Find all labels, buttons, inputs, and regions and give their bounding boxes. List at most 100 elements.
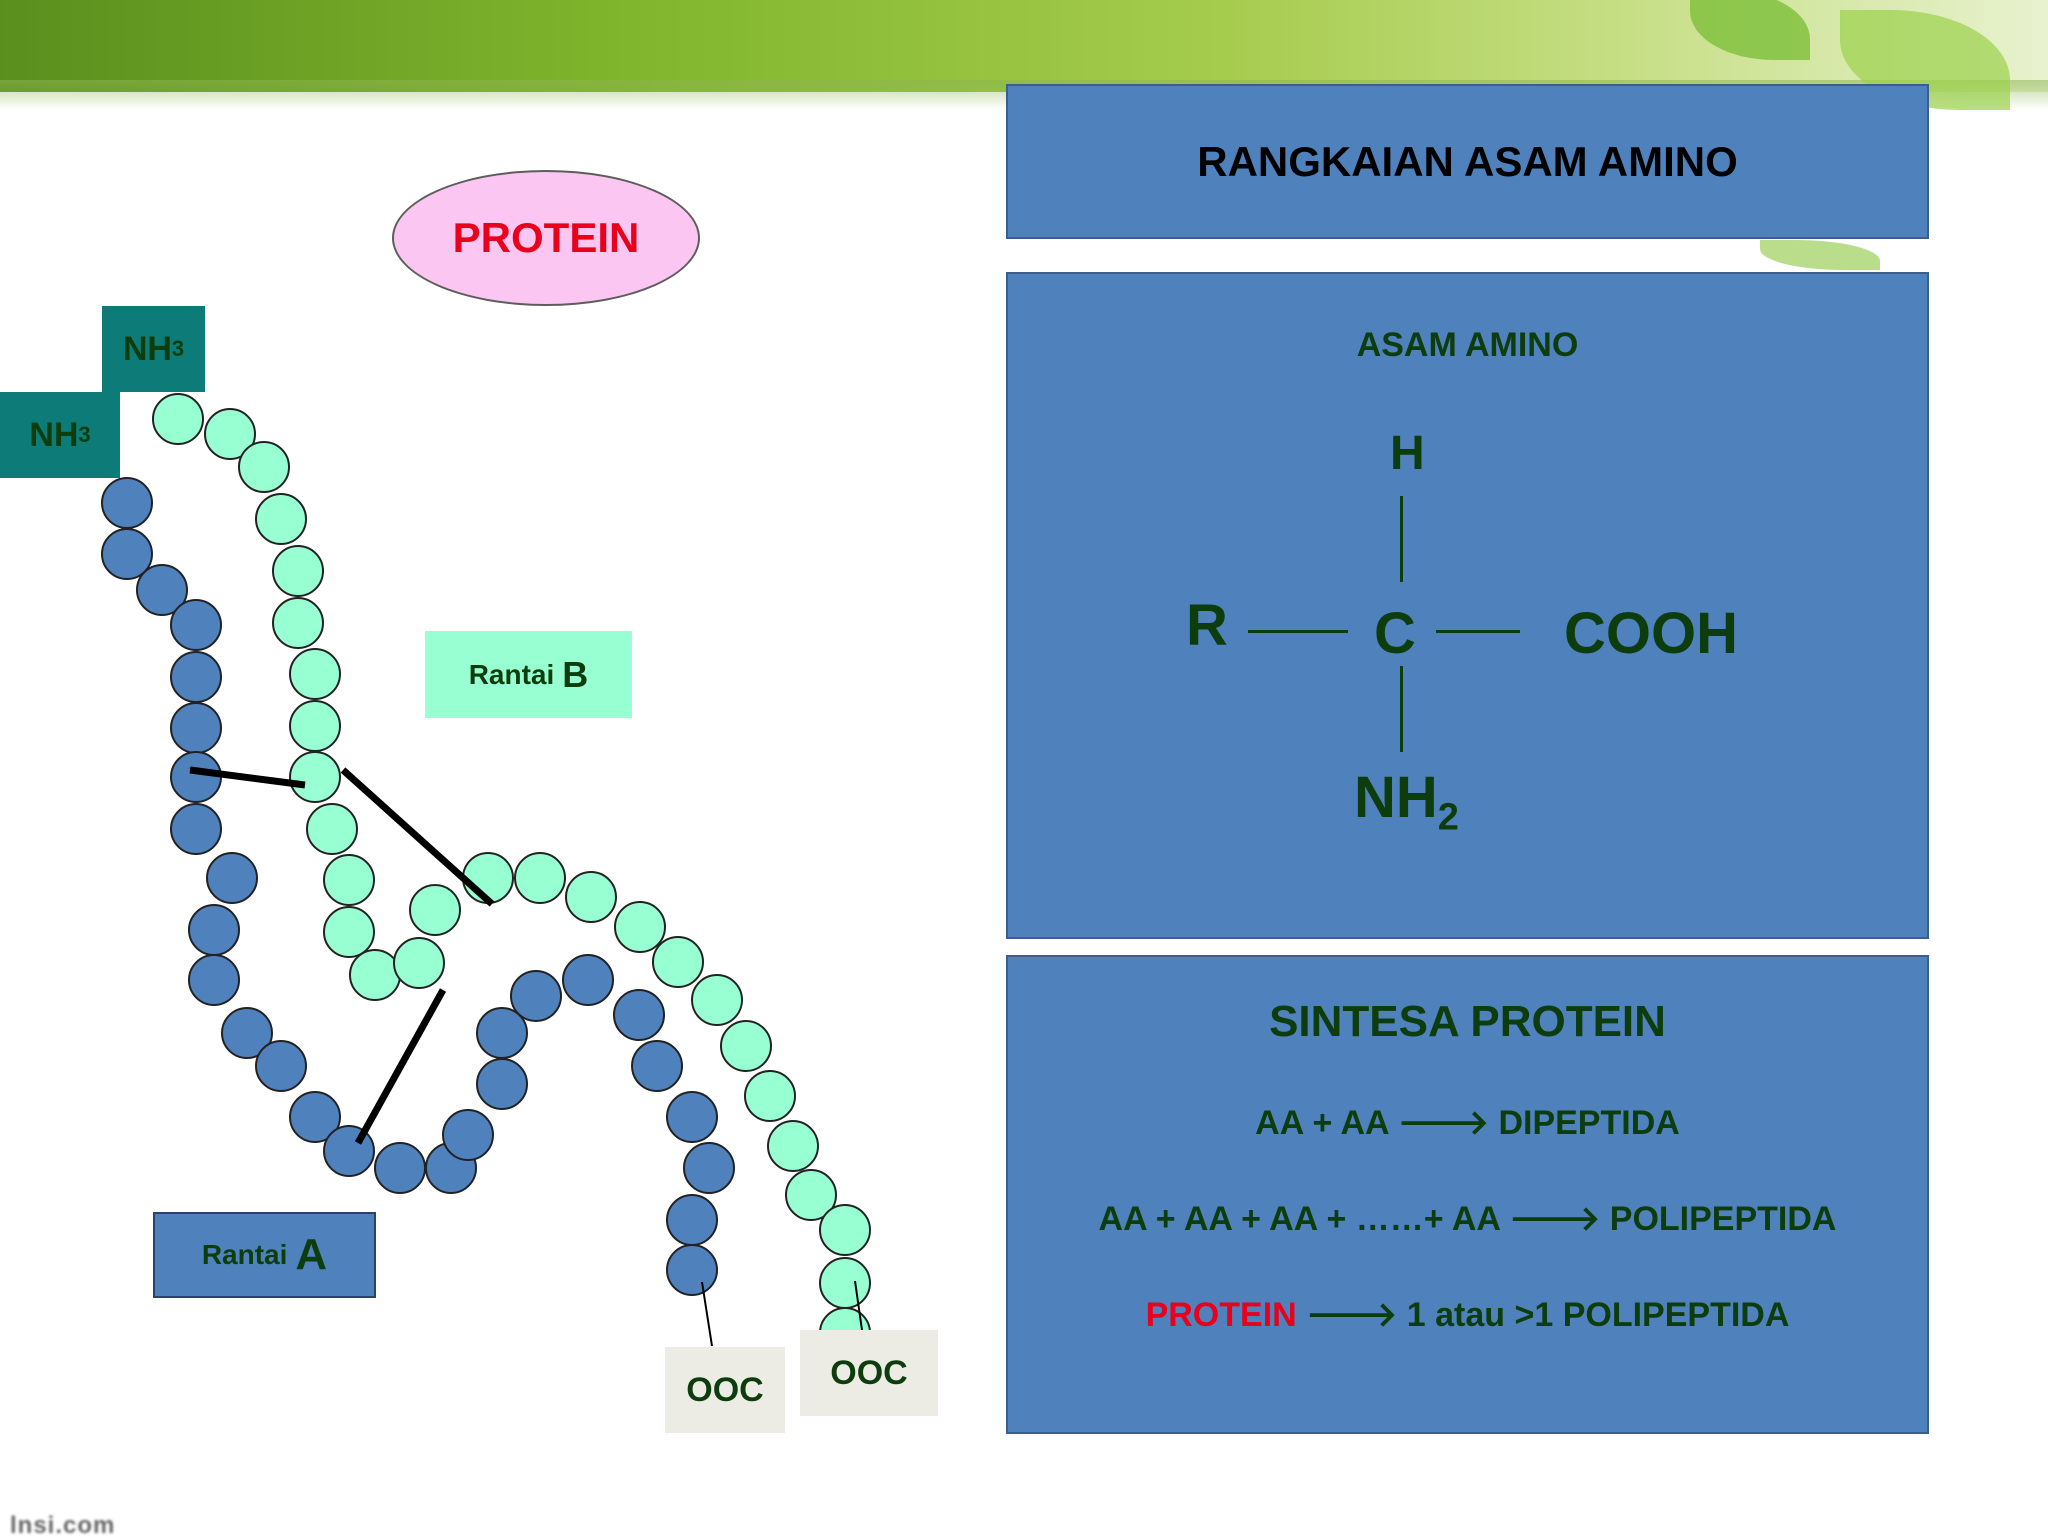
rantai-a-word: Rantai [201,1239,288,1270]
formula-c: C [1374,601,1416,666]
chain-b-bead [691,974,743,1026]
line2-right: POLIPEPTIDA [1609,1200,1837,1238]
rantai-b-word: Rantai [468,658,555,690]
bond-vertical-bottom [1400,666,1403,752]
chain-a-bead [101,528,153,580]
chain-b-bead [272,545,324,597]
ooc-right-text: OOC [830,1353,908,1392]
chain-a [101,477,735,1296]
synthesis-heading: SINTESA PROTEIN [1269,997,1666,1046]
disulfide-bonds [189,766,495,1145]
disulfide-bond-line [340,767,495,907]
chain-b-bead [349,949,401,1001]
protein-ellipse: PROTEIN [392,170,700,306]
bond-vertical-top [1400,496,1403,582]
bond-right [1436,630,1520,633]
chain-b-bead [323,854,375,906]
nh3-left-sub: 3 [78,422,91,447]
chain-b-bead [785,1169,837,1221]
chain-b-bead [767,1120,819,1172]
amino-acid-panel: ASAM AMINO H R C COOH NH2 [1006,272,1929,939]
chain-a-bead [289,1091,341,1143]
chain-b-bead [462,852,514,904]
amino-acid-heading: ASAM AMINO [1356,326,1579,364]
chain-a-bead [170,751,222,803]
synthesis-panel: SINTESA PROTEIN AA + AA 🡒 DIPEPTIDA AA +… [1006,955,1929,1434]
chain-a-bead [170,599,222,651]
chain-b-bead [514,852,566,904]
footer-watermark: lnsi.com [10,1512,116,1539]
chain-end-line [854,1280,863,1331]
chain-a-bead [666,1244,718,1296]
chain-b-bead [306,803,358,855]
chain-b-bead [238,441,290,493]
chain-b-bead [720,1020,772,1072]
chain-a-bead [255,1040,307,1092]
chain-b-bead [393,937,445,989]
rantai-a-letter: A [295,1230,328,1279]
chain-a-bead [476,1058,528,1110]
arrow-icon: 🡒 [1509,1200,1601,1238]
chain-a-bead [188,904,240,956]
chain-a-bead [136,564,188,616]
line2-left: AA + AA + AA + ……+ AA [1098,1200,1500,1238]
rantai-a-label: Rantai A [153,1212,376,1298]
chain-b-bead [289,751,341,803]
arrow-icon: 🡒 [1397,1104,1489,1142]
chain-a-bead [170,702,222,754]
bond-left [1248,630,1348,633]
chain-a-bead [170,651,222,703]
chain-b-bead [819,1257,871,1309]
slide-title: RANGKAIAN ASAM AMINO [1197,137,1738,185]
chain-a-bead [631,1040,683,1092]
chain-b-bead [272,597,324,649]
chain-b [152,393,871,1359]
ooc-label-right: OOC [800,1330,938,1416]
chain-a-bead [613,989,665,1041]
nh3-top-sub: 3 [171,336,185,361]
rantai-b-label: Rantai B [425,631,632,718]
formula-h: H [1390,427,1425,480]
synthesis-line-3: PROTEIN 🡒 1 atau >1 POLIPEPTIDA [1008,1294,1927,1335]
chain-a-bead [188,954,240,1006]
chain-a-bead [562,954,614,1006]
chain-b-bead [744,1070,796,1122]
chain-b-bead [204,408,256,460]
nh3-top-main: NH [122,329,172,368]
chain-a-bead [666,1091,718,1143]
line1-right: DIPEPTIDA [1498,1104,1680,1142]
ooc-left-text: OOC [686,1370,764,1409]
chain-a-bead [170,803,222,855]
chain-tails [701,1280,863,1347]
chain-a-bead [101,477,153,529]
chain-a-bead [476,1007,528,1059]
chain-a-bead [510,970,562,1022]
chain-b-bead [409,884,461,936]
chain-b-bead [565,871,617,923]
chain-a-bead [666,1194,718,1246]
formula-cooh: COOH [1564,601,1738,666]
chain-b-bead [614,901,666,953]
protein-label: PROTEIN [452,214,640,261]
formula-nh2: NH2 [1354,764,1459,840]
formula-r: R [1186,593,1228,658]
disulfide-bond-line [189,766,306,789]
nh2-sub: 2 [1437,796,1459,839]
chain-a-bead [221,1007,273,1059]
synthesis-line-1: AA + AA 🡒 DIPEPTIDA [1008,1102,1927,1143]
nh3-left-main: NH [29,415,79,454]
title-panel: RANGKAIAN ASAM AMINO [1006,84,1929,239]
chain-a-bead [374,1142,426,1194]
nh2-main: NH [1354,765,1438,830]
chain-a-bead [206,852,258,904]
chain-b-bead [289,648,341,700]
chain-end-line [701,1281,713,1347]
chain-a-bead [683,1142,735,1194]
chain-b-bead [255,493,307,545]
line3-right: 1 atau >1 POLIPEPTIDA [1406,1296,1790,1334]
chain-b-bead [289,700,341,752]
amino-acid-chains [101,393,871,1359]
chain-b-bead [152,393,204,445]
